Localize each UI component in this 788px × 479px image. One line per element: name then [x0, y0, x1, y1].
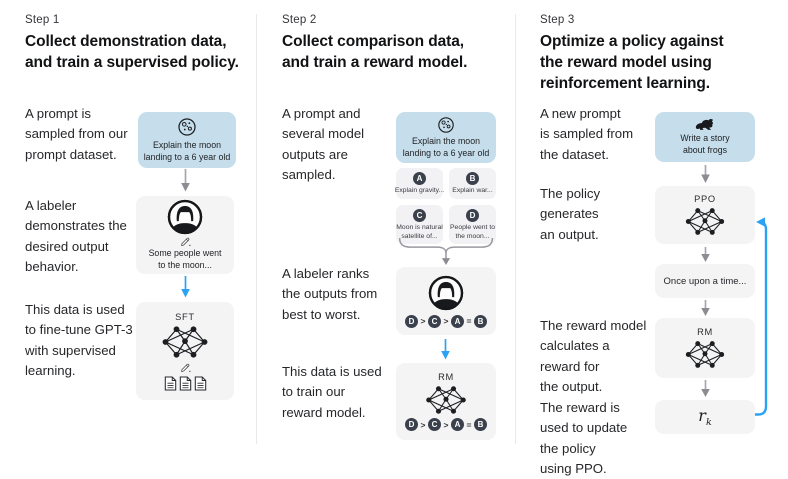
step-3-output-box: Once upon a time... — [655, 264, 755, 298]
network-icon — [684, 207, 726, 236]
arrow-down-icon — [701, 380, 710, 397]
labeler-icon — [167, 199, 203, 235]
arrow-down-icon — [181, 169, 190, 192]
step-1-title: Collect demonstration data,and train a s… — [25, 33, 239, 71]
ranking-row: D > C > A = B — [405, 418, 487, 431]
rm-label: RM — [697, 327, 713, 337]
pencil-icon — [180, 362, 191, 373]
labeler-icon — [428, 275, 464, 311]
sft-label: SFT — [175, 311, 195, 322]
rank-badge: A — [450, 314, 464, 328]
rm-label: RM — [438, 372, 454, 382]
network-icon — [162, 325, 208, 359]
rank-badge: C — [428, 418, 442, 431]
step-2-labeler-box: D > C > A = B — [396, 267, 496, 335]
step-3-reward-box: rk — [655, 400, 755, 434]
step-3-rm-box: RM — [655, 318, 755, 378]
reward-symbol: rk — [698, 405, 712, 429]
moon-icon — [177, 117, 197, 137]
rank-badge: D — [405, 418, 419, 431]
model-output-b: B Explain war... — [449, 168, 496, 199]
rank-badge: C — [428, 314, 442, 328]
pencil-icon — [180, 236, 191, 247]
arrow-down-icon — [701, 165, 710, 183]
rank-sep: > — [420, 419, 426, 430]
ppo-label: PPO — [694, 194, 716, 204]
rank-badge: B — [473, 418, 487, 431]
step-1-label: Step 1 — [25, 14, 60, 26]
rank-sep: > — [420, 316, 426, 326]
arrow-down-blue-icon — [441, 339, 450, 360]
step-2-rm-box: RM D > C > A = B — [396, 363, 496, 440]
moon-icon — [437, 116, 455, 134]
arrow-down-icon — [701, 300, 710, 316]
model-outputs-grid: A Explain gravity... B Explain war... C … — [394, 168, 496, 245]
arrow-down-icon — [701, 247, 710, 262]
policy-output-text: Once upon a time... — [663, 275, 747, 287]
output-caption: Explain war... — [452, 187, 493, 194]
network-icon — [684, 340, 726, 369]
feedback-loop-arrow-icon — [755, 217, 768, 416]
output-letter-badge: B — [466, 172, 479, 185]
frog-icon — [694, 117, 716, 131]
arrow-down-blue-icon — [181, 276, 190, 298]
model-output-a: A Explain gravity... — [394, 168, 445, 199]
step-3-ppo-box: PPO — [655, 186, 755, 244]
brace-arrow-icon — [398, 237, 494, 266]
rank-sep: > — [443, 316, 449, 326]
rank-sep: > — [443, 419, 449, 430]
output-letter-badge: A — [413, 172, 426, 185]
rank-badge: B — [473, 314, 487, 328]
step-1-sft-box: SFT — [136, 302, 234, 400]
rank-badge: D — [405, 314, 419, 328]
rank-sep: = — [466, 419, 472, 430]
documents-icon — [164, 376, 207, 391]
output-caption: Explain gravity... — [394, 187, 445, 194]
column-divider-2 — [515, 14, 516, 444]
step-3-label: Step 3 — [540, 14, 575, 26]
column-divider-1 — [256, 14, 257, 444]
step-2-title: Collect comparison data,and train a rewa… — [282, 33, 468, 71]
step-2-label: Step 2 — [282, 14, 317, 26]
output-letter-badge: C — [413, 208, 426, 222]
rank-sep: = — [466, 316, 472, 326]
ranking-row: D > C > A = B — [405, 314, 487, 328]
rank-badge: A — [450, 418, 464, 431]
output-letter-badge: D — [466, 208, 479, 222]
network-icon — [425, 385, 467, 415]
